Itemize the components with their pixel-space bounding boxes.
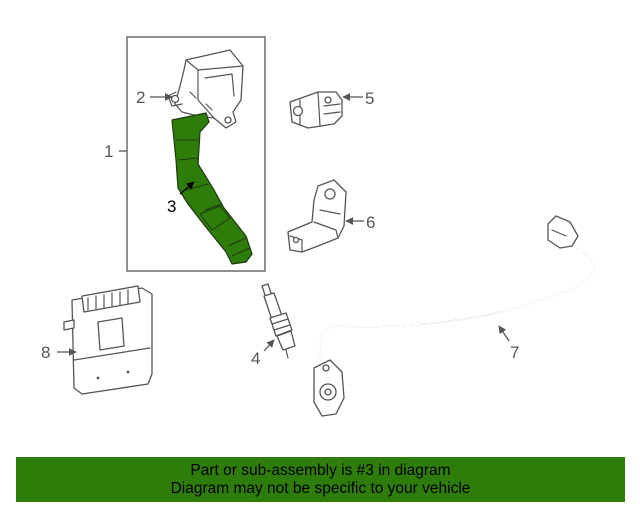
fitment-notice-banner: Part or sub-assembly is #3 in diagram Di… bbox=[16, 457, 625, 502]
banner-line-1: Part or sub-assembly is #3 in diagram bbox=[190, 461, 451, 479]
callout-2: 2 bbox=[136, 88, 145, 107]
assembly-box bbox=[126, 36, 266, 272]
coil-boot-highlighted[interactable] bbox=[171, 112, 253, 265]
callout-3: 3 bbox=[167, 197, 176, 216]
callout-8: 8 bbox=[41, 343, 50, 362]
callout-4: 4 bbox=[251, 349, 260, 368]
leader-3 bbox=[179, 181, 195, 195]
knock-sensor[interactable] bbox=[313, 215, 595, 417]
leader-7 bbox=[498, 325, 510, 342]
ignition-coil-head[interactable] bbox=[167, 49, 244, 129]
callout-5: 5 bbox=[365, 89, 374, 108]
engine-control-module[interactable] bbox=[63, 285, 153, 395]
callout-7: 7 bbox=[510, 343, 519, 362]
banner-line-2: Diagram may not be specific to your vehi… bbox=[170, 479, 471, 497]
spark-plug[interactable] bbox=[261, 283, 296, 359]
callout-6: 6 bbox=[366, 213, 375, 232]
position-sensor[interactable] bbox=[287, 179, 347, 253]
callout-1: 1 bbox=[104, 142, 113, 161]
leader-4 bbox=[263, 339, 275, 352]
camshaft-sensor[interactable] bbox=[289, 91, 343, 129]
